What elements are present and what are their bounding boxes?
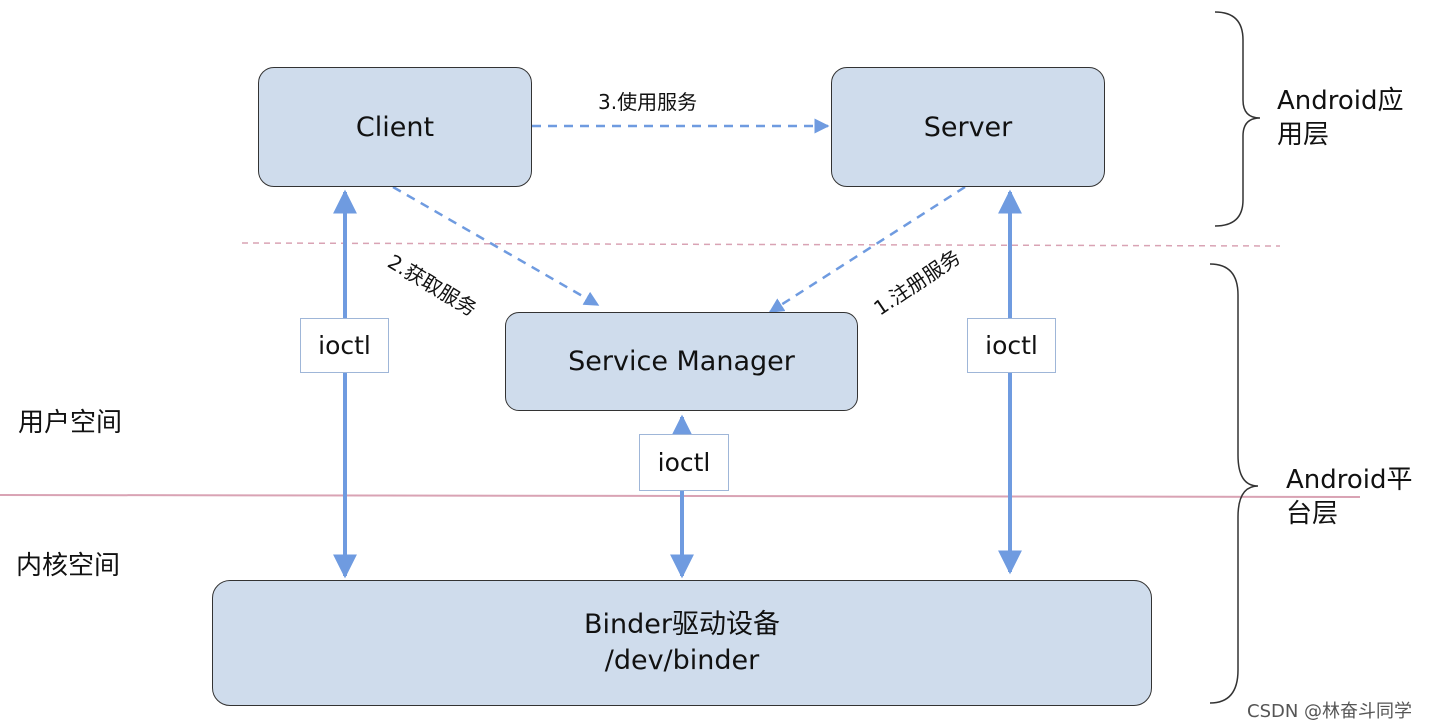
watermark: CSDN @林奋斗同学: [1247, 701, 1413, 722]
client-node: Client: [258, 67, 532, 187]
app-layer-brace: [1214, 11, 1261, 227]
app-layer-label-line2: 用层: [1277, 120, 1330, 150]
platform-layer-label: Android平 台层: [1286, 463, 1413, 531]
ioctl-left-label: ioctl: [300, 318, 389, 373]
binder-driver-node: Binder驱动设备 /dev/binder: [212, 580, 1152, 706]
server-node: Server: [831, 67, 1105, 187]
app-layer-label: Android应 用层: [1277, 84, 1404, 152]
register-service-arrow: [768, 185, 966, 314]
server-label: Server: [923, 111, 1013, 143]
ioctl-middle-label: ioctl: [639, 434, 729, 491]
service-manager-node: Service Manager: [505, 312, 858, 411]
use-service-label: 3.使用服务: [598, 90, 698, 114]
get-service-arrow: [392, 185, 600, 307]
kernel-space-label: 内核空间: [16, 551, 121, 581]
ioctl-right-label: ioctl: [967, 318, 1056, 373]
platform-layer-label-line1: Android平: [1286, 465, 1413, 495]
app-layer-label-line1: Android应: [1277, 86, 1404, 116]
user-space-label: 用户空间: [18, 408, 123, 438]
platform-layer-brace: [1209, 263, 1259, 704]
service-manager-label: Service Manager: [568, 346, 795, 377]
app-platform-divider: [241, 242, 1281, 247]
platform-layer-label-line2: 台层: [1286, 499, 1339, 529]
binder-label: Binder驱动设备: [584, 609, 780, 640]
binder-path-label: /dev/binder: [604, 645, 760, 676]
client-label: Client: [355, 111, 435, 143]
